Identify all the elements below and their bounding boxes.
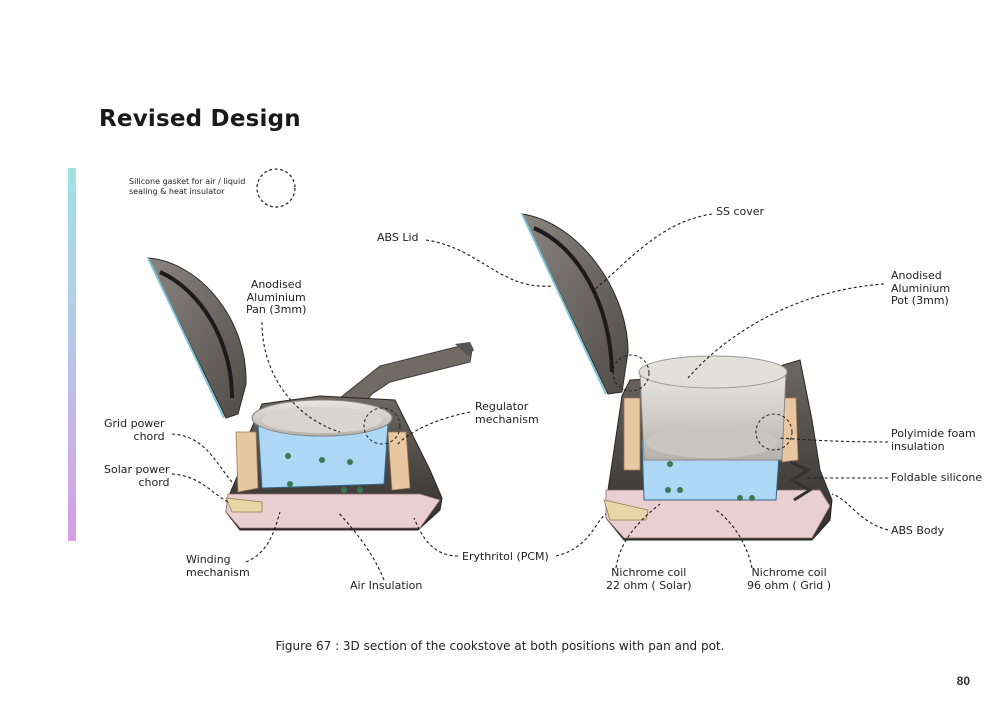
page-title: Revised Design bbox=[99, 106, 301, 132]
label-anodised-pan: Anodised Aluminium Pan (3mm) bbox=[246, 278, 307, 316]
gasket-legend-text: Silicone gasket for air / liquid sealing… bbox=[129, 177, 246, 196]
label-grid-power-chord: Grid power chord bbox=[104, 417, 165, 443]
label-anodised-pot: Anodised Aluminium Pot (3mm) bbox=[891, 269, 951, 307]
label-polyimide-foam: Polyimide foam insulation bbox=[891, 427, 976, 453]
label-abs-body: ABS Body bbox=[891, 524, 945, 537]
label-ss-cover: SS cover bbox=[716, 205, 765, 218]
label-solar-power-chord: Solar power chord bbox=[104, 463, 170, 489]
leader-lines bbox=[171, 213, 889, 581]
right-cookstove bbox=[521, 213, 833, 541]
label-foldable-silicone: Foldable silicone bbox=[891, 471, 983, 484]
gasket-legend-circle bbox=[256, 168, 296, 208]
left-cookstove bbox=[147, 257, 474, 531]
label-nichrome-coil-grid: Nichrome coil 96 ohm ( Grid ) bbox=[747, 566, 832, 592]
label-erythritol-pcm: Erythritol (PCM) bbox=[462, 550, 549, 563]
label-nichrome-coil-solar: Nichrome coil 22 ohm ( Solar) bbox=[606, 566, 692, 592]
label-air-insulation: Air Insulation bbox=[350, 579, 423, 592]
label-regulator-mechanism: Regulator mechanism bbox=[475, 400, 539, 426]
label-winding-mechanism: Winding mechanism bbox=[186, 553, 250, 579]
figure-caption: Figure 67 : 3D section of the cookstove … bbox=[275, 639, 725, 653]
label-abs-lid: ABS Lid bbox=[377, 231, 419, 244]
page-number: 80 bbox=[956, 674, 970, 688]
accent-gradient-bar bbox=[68, 168, 76, 541]
